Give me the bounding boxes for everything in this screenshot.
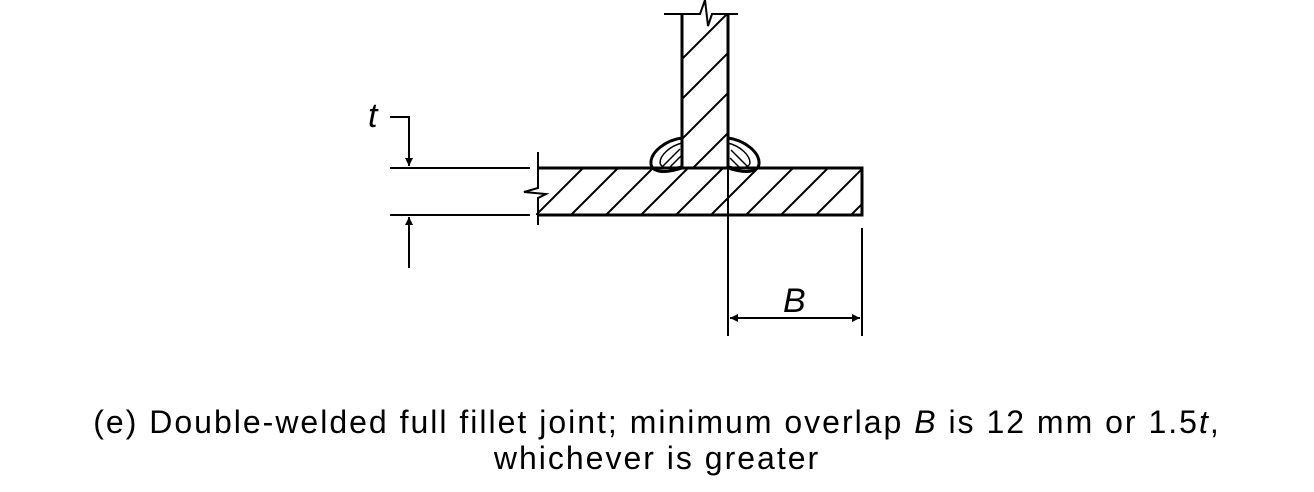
base-plate	[523, 152, 864, 225]
plate-outline	[538, 166, 864, 217]
caption-line-2: whichever is greater	[493, 440, 821, 476]
t-leader	[390, 116, 413, 166]
left-fillet-weld	[649, 136, 683, 173]
web-hatching	[681, 14, 729, 168]
vertical-web	[664, 0, 738, 168]
caption-text-2: is 12 mm or 1.5	[937, 404, 1199, 440]
caption-var-t: t	[1198, 404, 1210, 440]
b-label: B	[783, 282, 806, 320]
caption-prefix: (e)	[93, 404, 139, 440]
thickness-dimension	[390, 116, 530, 268]
figure-caption: (e) Double-welded full fillet joint; min…	[0, 404, 1314, 476]
web-break-line	[664, 0, 738, 27]
caption-line-1: (e) Double-welded full fillet joint; min…	[0, 404, 1314, 440]
right-fillet-weld	[727, 136, 761, 173]
caption-var-b: B	[914, 404, 938, 440]
t-label: t	[368, 97, 379, 135]
caption-text-3: ,	[1209, 404, 1221, 440]
plate-hatching	[536, 168, 862, 215]
plate-break-line	[523, 152, 550, 225]
overlap-dimension	[727, 168, 863, 336]
caption-text-1: Double-welded full fillet joint; minimum…	[149, 404, 915, 440]
